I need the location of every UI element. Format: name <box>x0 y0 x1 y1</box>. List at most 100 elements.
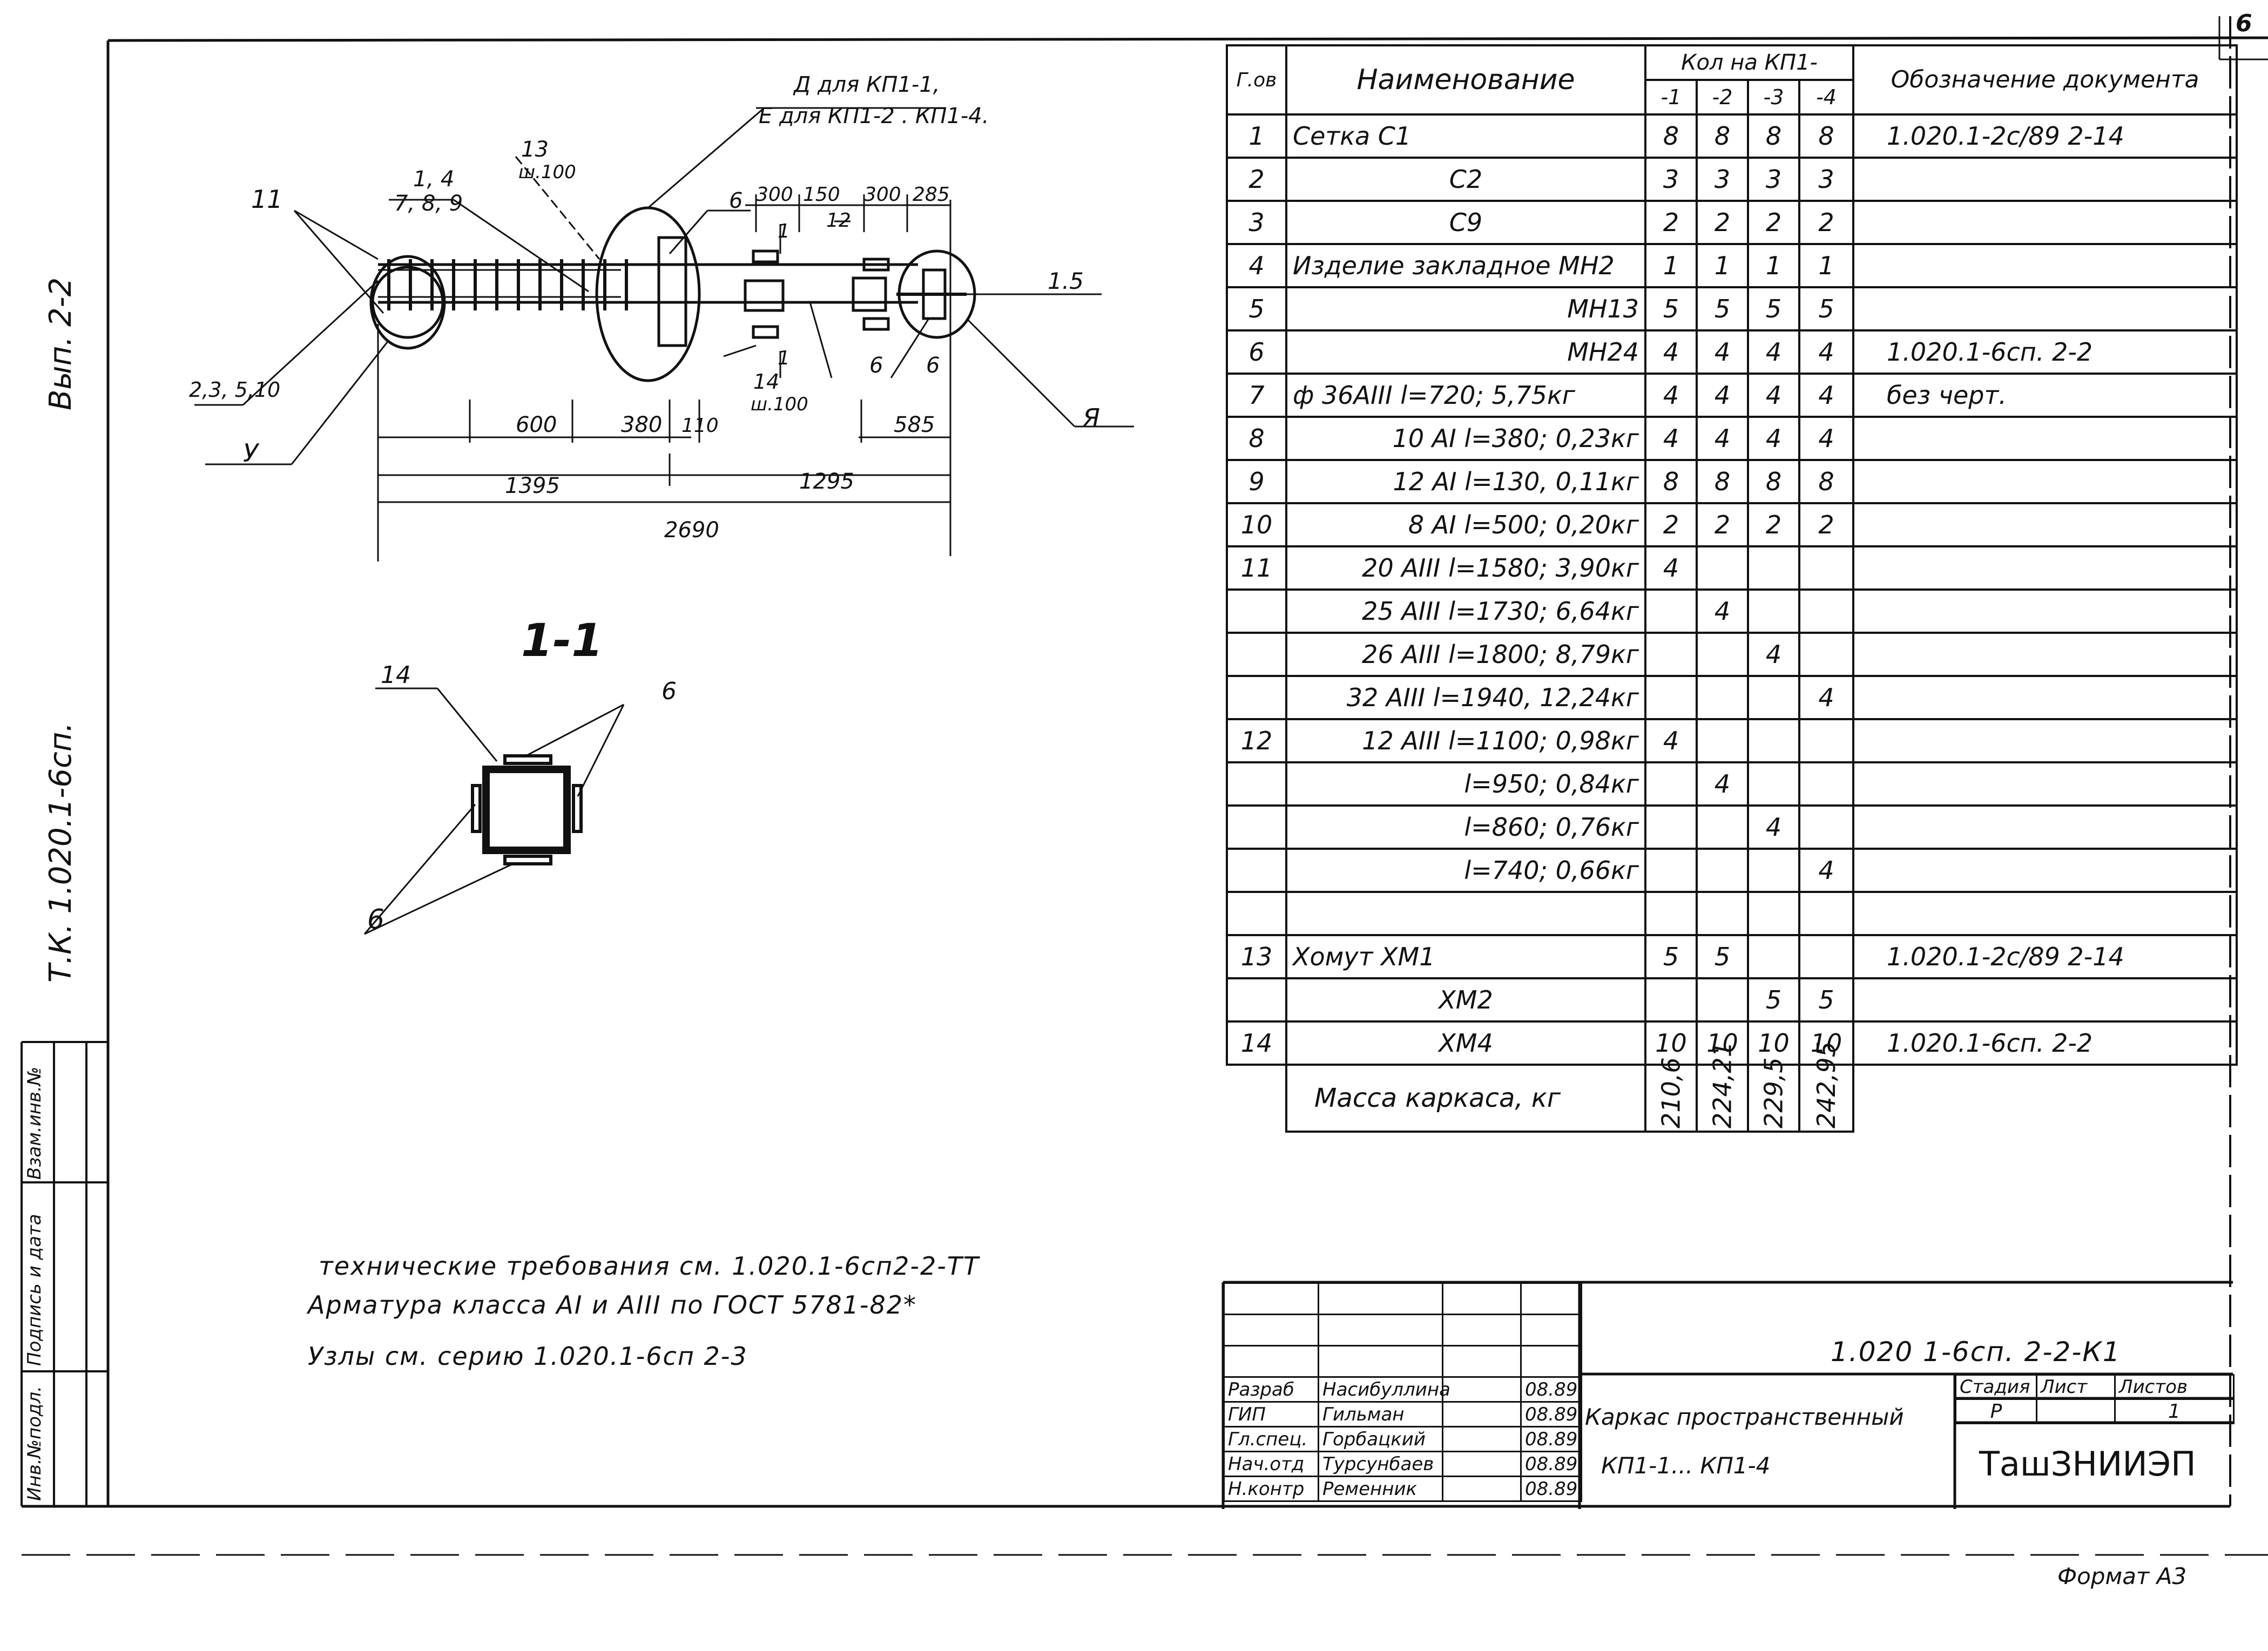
label-1-4: 1, 4 <box>413 167 454 192</box>
spec-row-name: Сетка С1 <box>1285 113 1646 159</box>
spec-header-q3: -3 <box>1747 79 1800 116</box>
title-organization: ТашЗНИИЭП <box>1979 1444 2196 1484</box>
spec-row-pos: 3 <box>1226 200 1287 245</box>
label-14-spacing: ш.100 <box>751 394 808 415</box>
spec-row-doc <box>1852 718 2238 763</box>
label-6-right: 6 <box>926 353 940 378</box>
label-2-3-5-10: 2,3, 5,10 <box>189 378 280 402</box>
section-label-14: 14 <box>381 661 411 689</box>
spec-row-pos <box>1226 588 1287 634</box>
cut-mark-top: 1 <box>778 220 790 242</box>
spec-row-q2: 8 <box>1696 113 1749 159</box>
dim-150: 150 <box>803 184 840 206</box>
spec-row-q1 <box>1644 804 1698 850</box>
dim-300-left: 300 <box>756 184 793 206</box>
title-sheet-header: Лист <box>2036 1374 2116 1400</box>
spec-mass-4: 242,95 <box>1799 1041 1854 1132</box>
spec-row-pos: 5 <box>1226 286 1287 331</box>
spec-row-pos: 7 <box>1226 373 1287 418</box>
signature-date: 08.89 <box>1520 1401 1582 1427</box>
spec-row-q3 <box>1747 718 1800 763</box>
callout-d: Д для КП1-1, <box>793 72 940 97</box>
spec-row-pos <box>1226 848 1287 893</box>
spec-row-doc <box>1852 675 2238 720</box>
spec-row-q3 <box>1747 848 1800 893</box>
spec-header-q4: -4 <box>1798 79 1855 116</box>
spec-row-q3 <box>1747 891 1800 936</box>
spec-row-q2: 5 <box>1696 286 1749 331</box>
spec-row-q3: 1 <box>1747 243 1800 288</box>
spec-row-q2: 2 <box>1696 200 1749 245</box>
callout-e: Е для КП1-2 . КП1-4. <box>759 104 989 128</box>
spec-row-pos: 1 <box>1226 113 1287 159</box>
spec-row-pos: 10 <box>1226 502 1287 547</box>
section-label-6-bottom: 6 <box>367 904 384 935</box>
signature-name: Гильман <box>1318 1401 1443 1427</box>
sheet-number: 6 <box>2236 10 2252 37</box>
title-doc-code: 1.020 1-6сп. 2-2-К1 <box>1831 1336 2121 1368</box>
spec-row-doc <box>1852 848 2238 893</box>
dim-585: 585 <box>894 412 935 437</box>
spec-row-name: МН13 <box>1285 286 1646 331</box>
spec-row-name: 20 АIII l=1580; 3,90кг <box>1285 545 1646 591</box>
spec-row-pos: 12 <box>1226 718 1287 763</box>
spec-row-q4: 4 <box>1798 848 1855 893</box>
spec-row-q2: 3 <box>1696 157 1749 202</box>
spec-row-name <box>1285 891 1646 936</box>
label-7-8-9: 7, 8, 9 <box>394 191 463 216</box>
spec-row-q3 <box>1747 675 1800 720</box>
spec-header-qty: Кол на КП1- <box>1644 44 1855 81</box>
spec-header-name: Наименование <box>1285 44 1646 116</box>
signature-name: Турсунбаев <box>1318 1451 1443 1477</box>
spec-header-pos: Г.ов <box>1226 44 1287 116</box>
label-12: 12 <box>826 209 851 232</box>
spec-row-name: ф 36АIII l=720; 5,75кг <box>1285 373 1646 418</box>
spec-row-doc <box>1852 243 2238 288</box>
signature-role: Нач.отд <box>1223 1451 1319 1477</box>
dim-285: 285 <box>913 184 950 206</box>
spec-row-q2: 4 <box>1696 761 1749 807</box>
spec-row-q1 <box>1644 761 1698 807</box>
sheet-format: Формат А3 <box>2057 1563 2187 1589</box>
spec-row-doc: 1.020.1-2с/89 2-14 <box>1852 934 2238 979</box>
dim-600: 600 <box>516 412 557 437</box>
spec-row-name: Изделие закладное МН2 <box>1285 243 1646 288</box>
spec-header-q1: -1 <box>1644 79 1698 116</box>
spec-row-q3 <box>1747 934 1800 979</box>
signature-date: 08.89 <box>1520 1376 1582 1403</box>
spec-row-q2 <box>1696 977 1749 1023</box>
spec-row-name: Хомут ХМ1 <box>1285 934 1646 979</box>
spec-row: l=950; 0,84кг 4 <box>1226 761 2238 807</box>
spec-row-q4 <box>1798 545 1855 591</box>
spec-row-q3: 8 <box>1747 113 1800 159</box>
spec-row-name: l=950; 0,84кг <box>1285 761 1646 807</box>
spec-row-q4: 3 <box>1798 157 1855 202</box>
spec-row-pos: 11 <box>1226 545 1287 591</box>
spec-row-name: 32 АIII l=1940, 12,24кг <box>1285 675 1646 720</box>
signature-cell <box>1442 1451 1522 1477</box>
spec-row-q1: 2 <box>1644 200 1698 245</box>
spec-row-q3: 5 <box>1747 977 1800 1023</box>
spec-row-doc <box>1852 545 2238 591</box>
spec-row-q1 <box>1644 675 1698 720</box>
spec-row-q1: 8 <box>1644 459 1698 504</box>
spec-row-q3: 8 <box>1747 459 1800 504</box>
spec-row-doc <box>1852 157 2238 202</box>
signature-name: Ременник <box>1318 1476 1443 1502</box>
spec-row-name: 25 АIII l=1730; 6,64кг <box>1285 588 1646 634</box>
spec-row-doc <box>1852 502 2238 547</box>
spec-row-q2: 4 <box>1696 329 1749 375</box>
